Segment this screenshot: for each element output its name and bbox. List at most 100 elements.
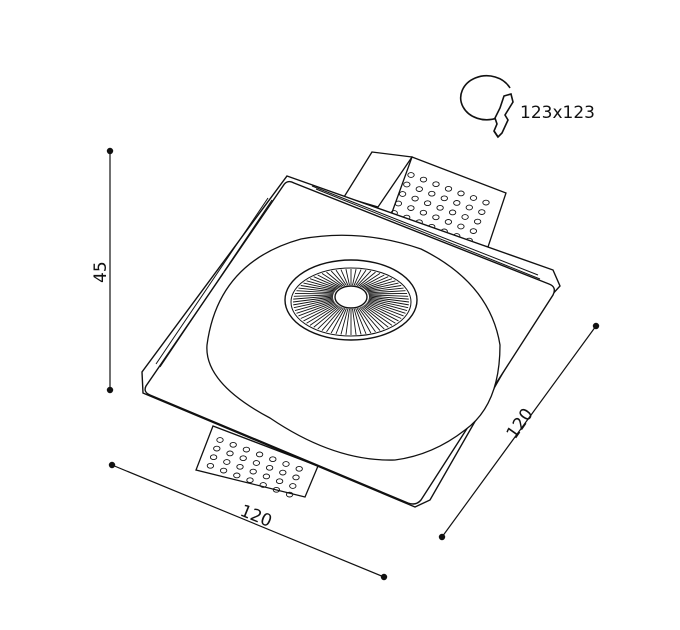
heatsink-fin [296,290,335,294]
heatsink-fin [293,294,334,297]
heatsink-fin [368,296,410,303]
mesh-hole [226,450,234,457]
heatsink-fin [321,307,343,331]
mesh-hole [252,460,261,466]
heatsink-fin [359,273,381,287]
mesh-hole [419,176,428,183]
mesh-hole [209,454,218,461]
mesh-hole [457,190,465,197]
heatsink-fin [363,278,393,289]
heatsink-fin [367,287,404,293]
heatsink-fin [355,308,367,335]
heatsink-fin [352,269,357,286]
mesh-hole [482,199,490,206]
heatsink-fin [306,280,338,290]
mesh-hole [213,445,221,452]
mesh-hole [407,205,415,211]
heatsink-fin [365,282,399,291]
mesh-hole [444,219,453,225]
heatsink-fin [330,270,346,287]
heatsink-fin [368,297,409,306]
mesh-hole [223,459,231,465]
heatsink-fin [367,300,406,314]
heatsink-fin [300,302,336,319]
heatsink-fin [368,295,409,300]
heatsink-fin [330,308,346,334]
heatsink-fin [298,301,335,317]
mesh-hole [279,469,287,476]
mesh-hole [239,455,247,462]
mesh-hole [269,456,277,463]
mesh-hole [246,477,254,484]
mesh-hole [448,209,457,216]
heatsink-fin [356,270,372,287]
front-mesh-tab [195,425,319,498]
heatsink-fin [303,303,337,322]
mesh-hole [292,474,300,481]
mesh-hole [275,478,284,485]
heatsink-fin [294,299,334,311]
heatsink-fin [366,285,402,292]
mesh-hole [432,214,440,221]
height-dimension-label: 45 [91,261,111,283]
heatsink-fin [340,269,349,286]
heatsink-fin [345,308,350,335]
heatsink-fin [326,307,344,333]
heatsink-fin [303,282,337,291]
height-dimension-line [106,147,114,394]
mesh-hole [229,441,237,448]
mesh-hole [407,172,415,178]
heatsink-fin [326,271,344,287]
heatsink-fin [356,308,372,334]
mesh-hole [423,200,432,207]
mesh-hole [216,437,224,443]
heatsink-fin [367,290,406,294]
heatsink-fin [317,306,341,330]
side-width-dimension-label: 120 [503,405,538,443]
mesh-hole [444,185,453,192]
heatsink-fin [359,307,381,331]
mesh-hole [249,468,257,475]
mesh-hole [206,462,215,469]
heatsink-fin [361,274,385,288]
heatsink-fin [306,304,338,324]
mesh-hole [282,461,290,467]
mesh-hole [262,473,271,480]
mesh-hole [403,181,411,188]
heatsink-fin [317,274,341,288]
cutout-size-label: 123x123 [520,103,595,123]
mesh-hole [469,228,478,234]
heatsink-fin [368,298,409,309]
mesh-hole [394,200,403,207]
mesh-hole [411,195,419,202]
heatsink-fin [298,287,335,293]
mesh-hole [461,214,469,220]
side-width-dimension-line [438,322,600,541]
mesh-hole [289,483,297,489]
heatsink-fin [309,305,339,326]
heatsink-fin [368,294,409,297]
heatsink-fin [365,303,399,322]
heatsink-fin [362,305,389,328]
heatsink-fin [368,299,408,311]
front-width-dimension-line [108,461,388,581]
mesh-hole [436,204,444,211]
heatsink-fin [313,305,340,328]
heatsink-fin [296,300,335,314]
mesh-hole [419,209,428,216]
mesh-hole [242,446,251,453]
heatsink-fin [345,269,350,286]
heatsink-fin [353,269,362,286]
mesh-hole [469,195,478,201]
mesh-hole [295,465,303,472]
mesh-hole [473,218,482,225]
heatsink-fin [358,271,376,287]
mesh-hole [415,186,423,192]
heatsink-fin [313,276,340,289]
heatsink-fin [362,276,389,289]
mesh-hole [398,191,407,197]
mesh-hole [259,482,267,488]
heatsink-fin [340,308,349,335]
heatsink-fin [293,297,334,306]
